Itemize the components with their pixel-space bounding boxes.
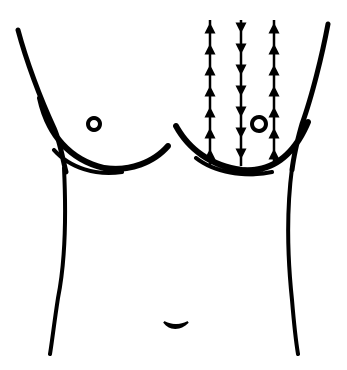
- arrowhead-down: [236, 128, 247, 139]
- arrowhead-down: [236, 65, 247, 76]
- arrowhead-up: [269, 107, 280, 118]
- arrow-columns: [205, 20, 280, 166]
- arrowhead-up: [269, 65, 280, 76]
- arrowhead-up: [205, 23, 216, 34]
- arrowhead-up: [205, 128, 216, 139]
- arrowhead-up: [269, 23, 280, 34]
- arrowhead-up: [269, 149, 280, 160]
- arrowhead-down: [236, 44, 247, 55]
- left-nipple: [88, 118, 100, 130]
- arrowhead-down: [236, 23, 247, 34]
- arrowhead-down: [236, 107, 247, 118]
- left-breast-outline: [40, 98, 168, 169]
- navel: [164, 322, 188, 328]
- arrow-column-middle: [236, 20, 247, 166]
- arrow-column-left: [205, 20, 216, 166]
- arrowhead-up: [205, 44, 216, 55]
- right-torso-side: [288, 168, 298, 354]
- right-upper-contour: [292, 24, 328, 170]
- arrowhead-down: [236, 149, 247, 160]
- left-torso-side: [50, 168, 65, 354]
- arrowhead-up: [205, 107, 216, 118]
- arrowhead-up: [269, 128, 280, 139]
- arrowhead-up: [205, 65, 216, 76]
- arrowhead-down: [236, 86, 247, 97]
- right-nipple: [252, 117, 266, 131]
- arrowhead-up: [269, 86, 280, 97]
- arrowhead-up: [205, 86, 216, 97]
- arrowhead-up: [205, 149, 216, 160]
- arrowhead-up: [269, 44, 280, 55]
- arrow-column-right: [269, 20, 280, 166]
